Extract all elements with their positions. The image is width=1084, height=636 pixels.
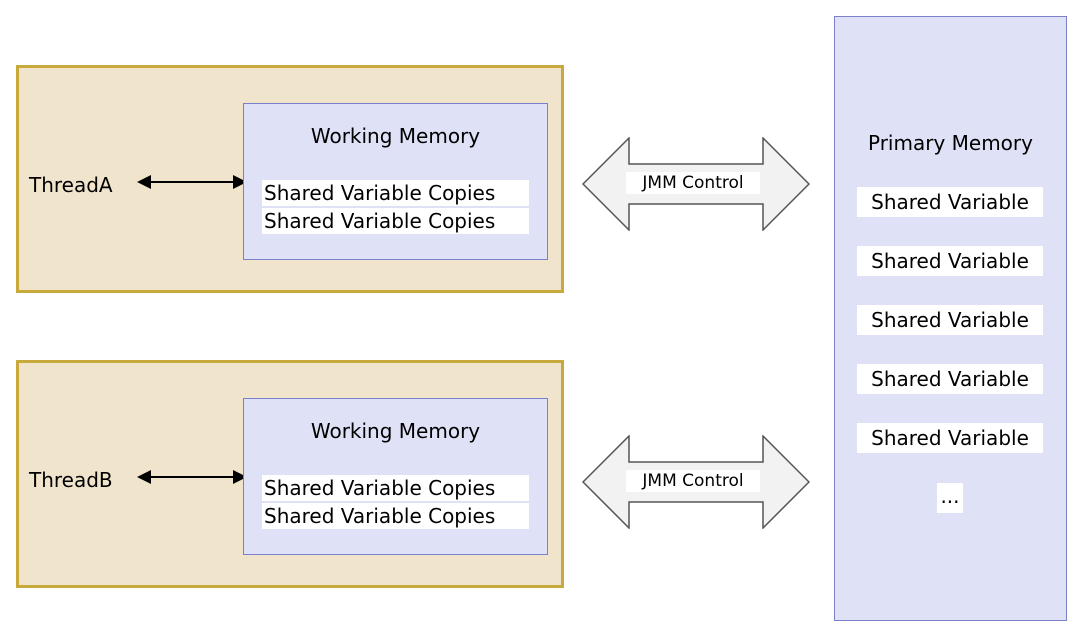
shared-variable-item: Shared Variable <box>857 187 1043 217</box>
jmm-control-arrow-bottom: JMM Control <box>582 435 810 529</box>
thread-b-label: ThreadB <box>29 468 113 492</box>
shared-variable-item: Shared Variable <box>857 305 1043 335</box>
jmm-control-label: JMM Control <box>626 470 760 492</box>
primary-memory-title: Primary Memory <box>868 131 1033 155</box>
thread-b-memory-arrow-icon <box>137 470 247 484</box>
primary-memory-box: Primary Memory Shared Variable Shared Va… <box>834 16 1067 621</box>
jmm-control-arrow-top: JMM Control <box>582 137 810 231</box>
thread-a-label: ThreadA <box>29 173 113 197</box>
shared-variable-copy: Shared Variable Copies <box>262 475 529 501</box>
working-memory-title: Working Memory <box>310 124 481 148</box>
working-memory-box: Working Memory Shared Variable Copies Sh… <box>243 398 548 555</box>
working-memory-title: Working Memory <box>310 419 481 443</box>
thread-b-box: ThreadB Working Memory Shared Variable C… <box>16 360 564 588</box>
shared-variable-item: Shared Variable <box>857 364 1043 394</box>
shared-variable-item: Shared Variable <box>857 423 1043 453</box>
more-variables-ellipsis: ... <box>937 483 963 513</box>
shared-variable-copy: Shared Variable Copies <box>262 208 529 234</box>
thread-a-memory-arrow-icon <box>137 175 247 189</box>
shared-variable-item: Shared Variable <box>857 246 1043 276</box>
shared-variable-copy: Shared Variable Copies <box>262 503 529 529</box>
thread-a-box: ThreadA Working Memory Shared Variable C… <box>16 65 564 293</box>
shared-variable-copy: Shared Variable Copies <box>262 180 529 206</box>
jmm-control-label: JMM Control <box>626 172 760 194</box>
working-memory-box: Working Memory Shared Variable Copies Sh… <box>243 103 548 260</box>
